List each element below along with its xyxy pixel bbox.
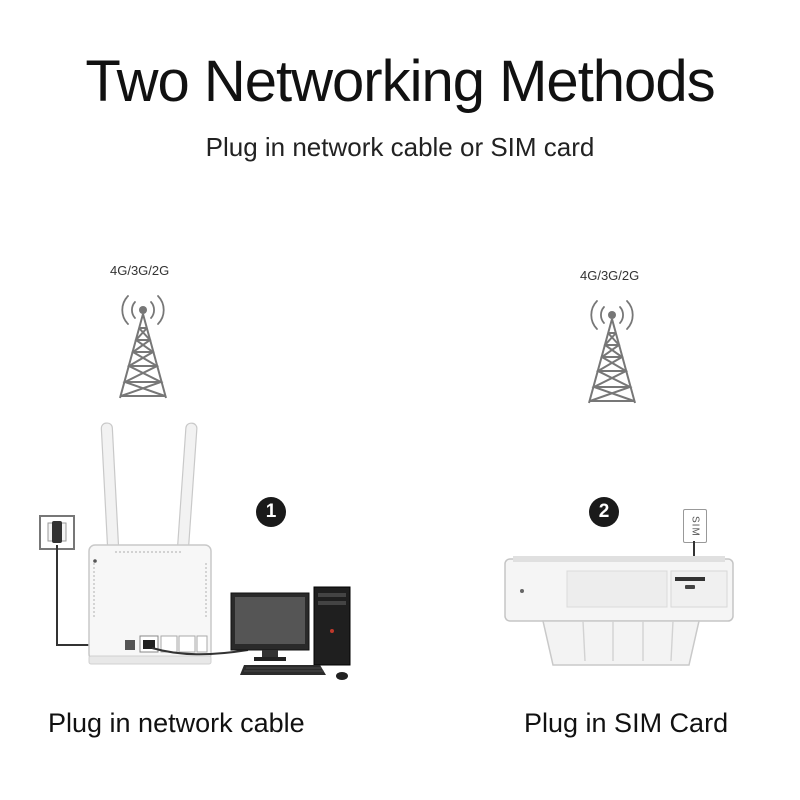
cable-method-label: Plug in network cable bbox=[48, 708, 305, 738]
cell-tower-icon bbox=[588, 300, 636, 404]
cell-tower-icon bbox=[119, 295, 167, 399]
band-label-left: 4G/3G/2G bbox=[110, 263, 170, 278]
router-side-view-icon bbox=[504, 556, 734, 666]
band-label-right: 4G/3G/2G bbox=[580, 268, 640, 283]
sim-card-text: SIM bbox=[689, 515, 701, 537]
network-cable-icon bbox=[151, 647, 249, 656]
step-badge-2: 2 bbox=[589, 497, 619, 527]
sim-card-icon: SIM bbox=[683, 509, 707, 543]
step-badge-1: 1 bbox=[256, 497, 286, 527]
wall-socket-icon bbox=[39, 515, 75, 550]
page-title: Two Networking Methods bbox=[85, 49, 715, 114]
router-device-icon bbox=[88, 422, 212, 665]
desktop-computer-icon bbox=[230, 586, 351, 680]
page-subtitle: Plug in network cable or SIM card bbox=[205, 132, 595, 162]
sim-method-label: Plug in SIM Card bbox=[524, 708, 729, 738]
